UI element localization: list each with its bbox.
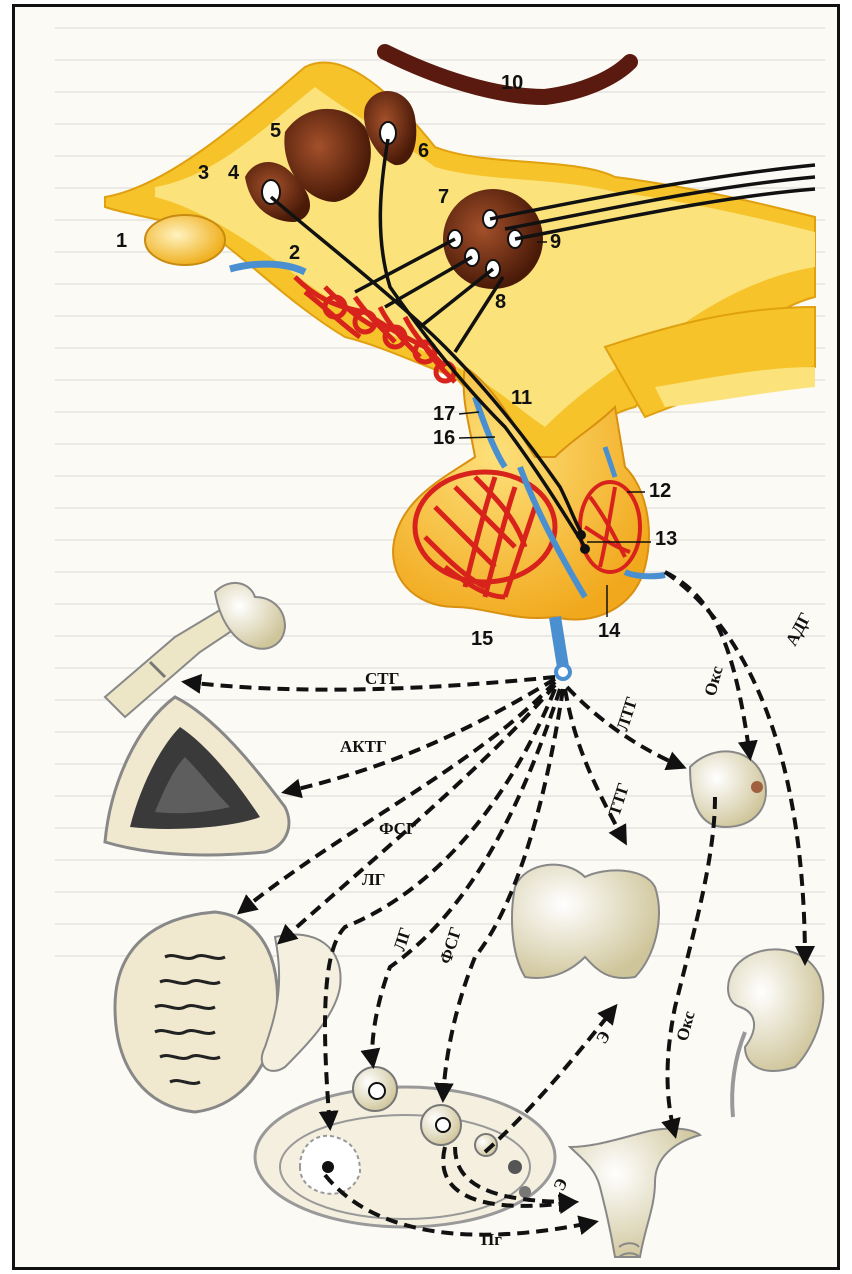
label-ttg: ТТГ [605, 781, 633, 819]
label-6: 6 [418, 140, 429, 162]
label-oks-bottom: Окс [673, 1009, 699, 1043]
adrenal-target [105, 697, 289, 855]
breast-target [690, 751, 766, 827]
label-lg-mid: ЛГ [390, 925, 415, 953]
label-2: 2 [289, 242, 300, 264]
nucleus-7 [443, 189, 543, 289]
uterus-target [570, 1129, 700, 1257]
label-fsg-mid: ФСГ [436, 925, 466, 967]
label-4: 4 [228, 162, 240, 184]
label-aktg: АКТГ [340, 737, 387, 756]
thyroid-target [512, 865, 659, 978]
bone-target [105, 583, 285, 717]
label-9: 9 [550, 231, 561, 253]
label-12: 12 [649, 480, 671, 502]
label-1: 1 [116, 230, 127, 252]
ovary-target [255, 1067, 555, 1227]
label-16: 16 [433, 427, 455, 449]
label-17: 17 [433, 403, 455, 425]
label-8: 8 [495, 291, 506, 313]
label-pg: Пг [481, 1230, 502, 1249]
label-stg: СТГ [365, 669, 399, 688]
hypothalamus-pituitary-diagram: 1 2 3 4 5 6 7 8 9 10 11 12 13 14 15 16 1… [15, 7, 840, 1270]
label-oks-top: Окс [701, 664, 727, 698]
label-e-top: Э [592, 1028, 614, 1047]
label-15: 15 [471, 628, 493, 650]
label-lg-left: ЛГ [362, 870, 385, 889]
label-5: 5 [270, 120, 281, 142]
label-13: 13 [655, 528, 677, 550]
label-adg: АДГ [782, 609, 815, 649]
axon-terminal [580, 544, 590, 554]
label-ltg: ЛТГ [613, 694, 642, 733]
label-3: 3 [198, 162, 209, 184]
diagram-frame: 1 2 3 4 5 6 7 8 9 10 11 12 13 14 15 16 1… [12, 4, 840, 1270]
label-7: 7 [438, 186, 449, 208]
label-14: 14 [598, 620, 621, 642]
nucleus-1 [145, 215, 225, 265]
label-fsg-left: ФСГ [379, 819, 417, 838]
kidney-target [728, 949, 823, 1117]
label-10: 10 [501, 72, 523, 94]
testis-target [115, 912, 341, 1112]
axon-terminal [576, 530, 586, 540]
label-e-bottom: Э [549, 1175, 571, 1193]
label-11: 11 [511, 387, 532, 409]
